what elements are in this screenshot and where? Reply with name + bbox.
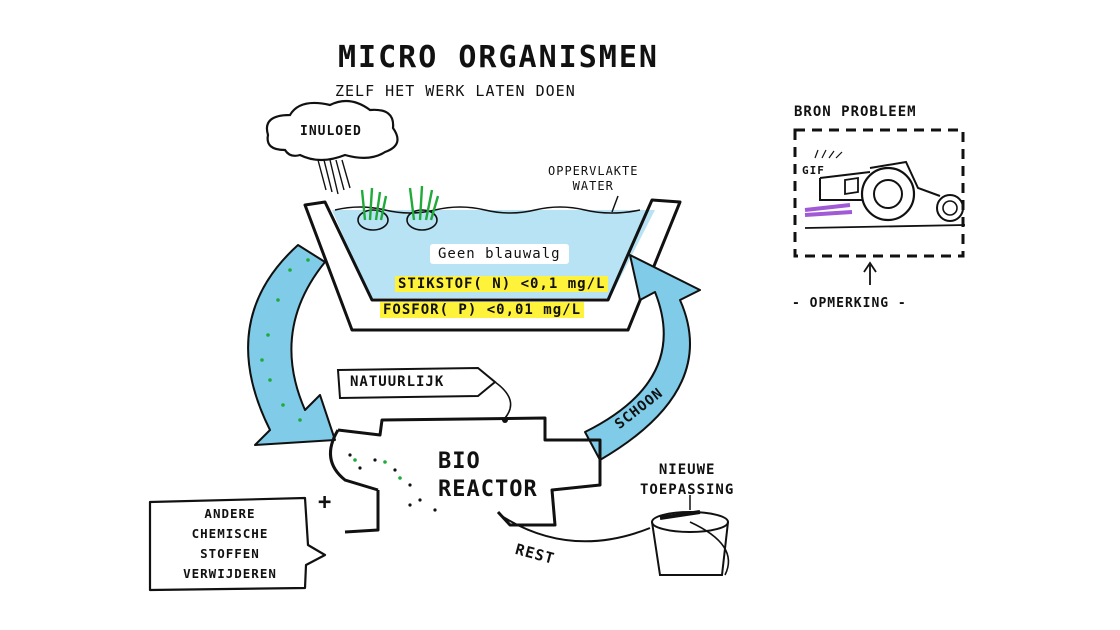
inuloed-label: INULOED	[300, 124, 362, 139]
andere-chemische-label: ANDERE CHEMISCHE STOFFEN VERWIJDEREN	[183, 506, 277, 581]
left-flow-arrow	[247, 244, 336, 446]
natuurlijk-label: NATUURLIJK	[350, 374, 445, 390]
oppervlakte-water-label: OPPERVLAKTE WATER	[548, 164, 639, 193]
nieuwe-toepassing-label: NIEUWE TOEPASSING	[640, 462, 735, 498]
page-subtitle: zelf het werk laten doen	[335, 82, 576, 100]
geen-blauwalg-label: Geen blauwalg	[430, 244, 569, 264]
bucket-icon	[651, 495, 730, 576]
natuurlijk-tag	[336, 366, 512, 423]
rest-arrow	[499, 514, 651, 543]
page-title: micro organismen	[338, 40, 659, 75]
cloud-icon	[265, 99, 399, 195]
stikstof-text: STIKSTOF( N) <0,1 mg/L	[395, 276, 609, 292]
plus-sign: +	[318, 490, 333, 515]
pointer-line	[611, 195, 619, 213]
water-plant-icon	[357, 185, 440, 231]
bron-probleem-label: BRON PROBLEEM	[794, 104, 917, 120]
bron-probleem-box	[793, 128, 965, 285]
fosfor-label: FOSFOR( P) <0,01 mg/L	[380, 302, 585, 318]
opmerking-label: - OPMERKING -	[792, 296, 907, 311]
gif-label: GIF	[802, 164, 825, 177]
tractor-icon	[804, 149, 966, 229]
chemicals-box	[148, 496, 327, 592]
stikstof-label: STIKSTOF( N) <0,1 mg/L	[395, 276, 609, 292]
right-flow-arrow	[584, 254, 701, 461]
bio-reactor	[329, 416, 602, 534]
bio-reactor-label: BIO REACTOR	[438, 449, 538, 502]
fosfor-text: FOSFOR( P) <0,01 mg/L	[380, 302, 585, 318]
